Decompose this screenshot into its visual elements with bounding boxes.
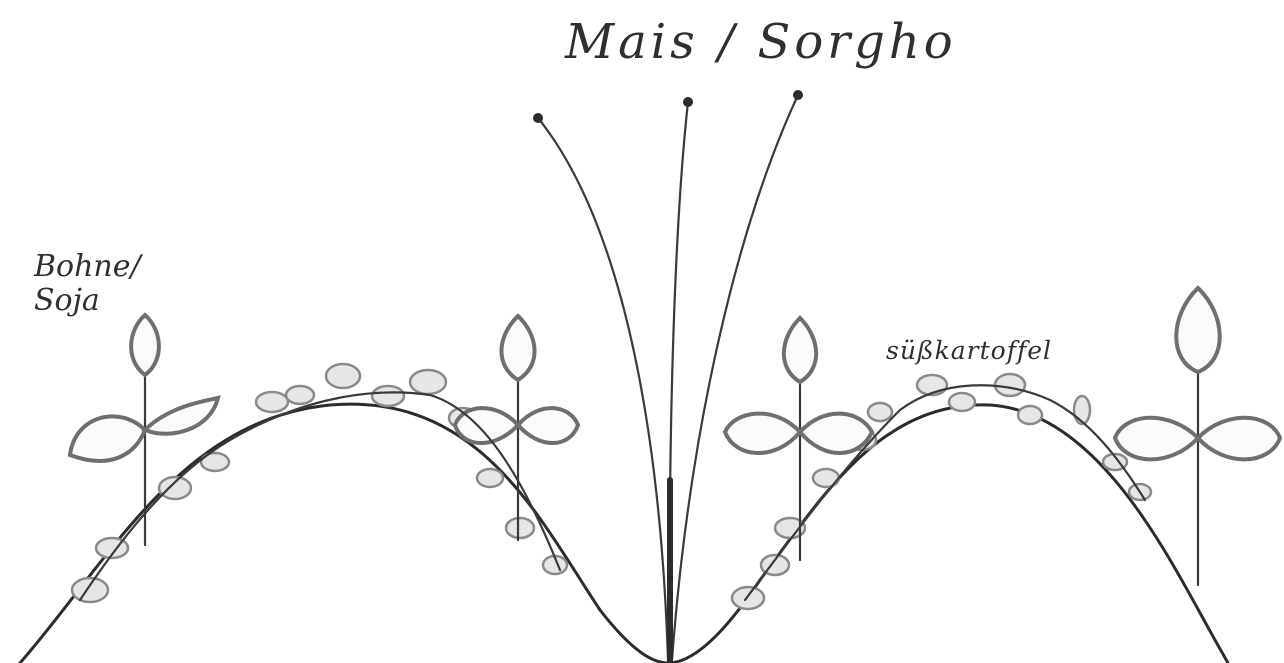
bean-label-line-1: Bohne/ (34, 250, 141, 284)
sweet-potato-vine (80, 385, 1145, 600)
bean-soy-label: Bohne/ Soja (34, 250, 141, 318)
bean-plant-4 (1115, 288, 1280, 585)
maize-sorghum-label: Mais / Sorgho (565, 14, 957, 70)
mulch-left-ridge (72, 364, 567, 602)
sweet-potato-label: süßkartoffel (886, 336, 1052, 365)
ridge-profile (20, 404, 1228, 663)
bean-plant-2 (455, 316, 578, 540)
bean-label-line-2: Soja (34, 284, 141, 318)
bean-plant-1 (70, 315, 218, 545)
